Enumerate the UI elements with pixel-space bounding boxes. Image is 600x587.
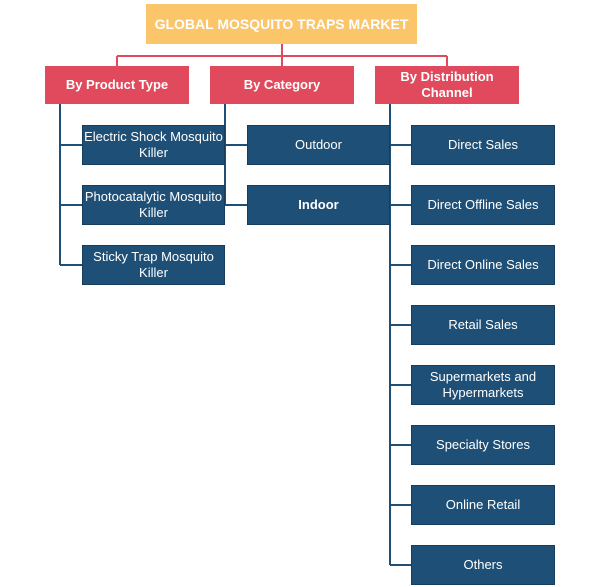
heading-category: By Category (210, 66, 354, 104)
category-item: Outdoor (247, 125, 390, 165)
distribution-item: Others (411, 545, 555, 585)
distribution-item: Retail Sales (411, 305, 555, 345)
distribution-item: Supermarkets and Hypermarkets (411, 365, 555, 405)
distribution-item: Specialty Stores (411, 425, 555, 465)
product-type-tree (59, 104, 82, 266)
heading-distribution-channel: By Distribution Channel (375, 66, 519, 104)
distribution-item: Direct Sales (411, 125, 555, 165)
product-type-item: Electric Shock Mosquito Killer (82, 125, 225, 165)
distribution-item: Online Retail (411, 485, 555, 525)
title-connectors (116, 44, 448, 66)
product-type-item: Photocatalytic Mosquito Killer (82, 185, 225, 225)
distribution-item: Direct Offline Sales (411, 185, 555, 225)
heading-product-type: By Product Type (45, 66, 189, 104)
distribution-item: Direct Online Sales (411, 245, 555, 285)
diagram-title: GLOBAL MOSQUITO TRAPS MARKET (146, 4, 417, 44)
product-type-item: Sticky Trap Mosquito Killer (82, 245, 225, 285)
category-item: Indoor (247, 185, 390, 225)
distribution-tree (389, 104, 411, 566)
category-tree (224, 104, 247, 206)
